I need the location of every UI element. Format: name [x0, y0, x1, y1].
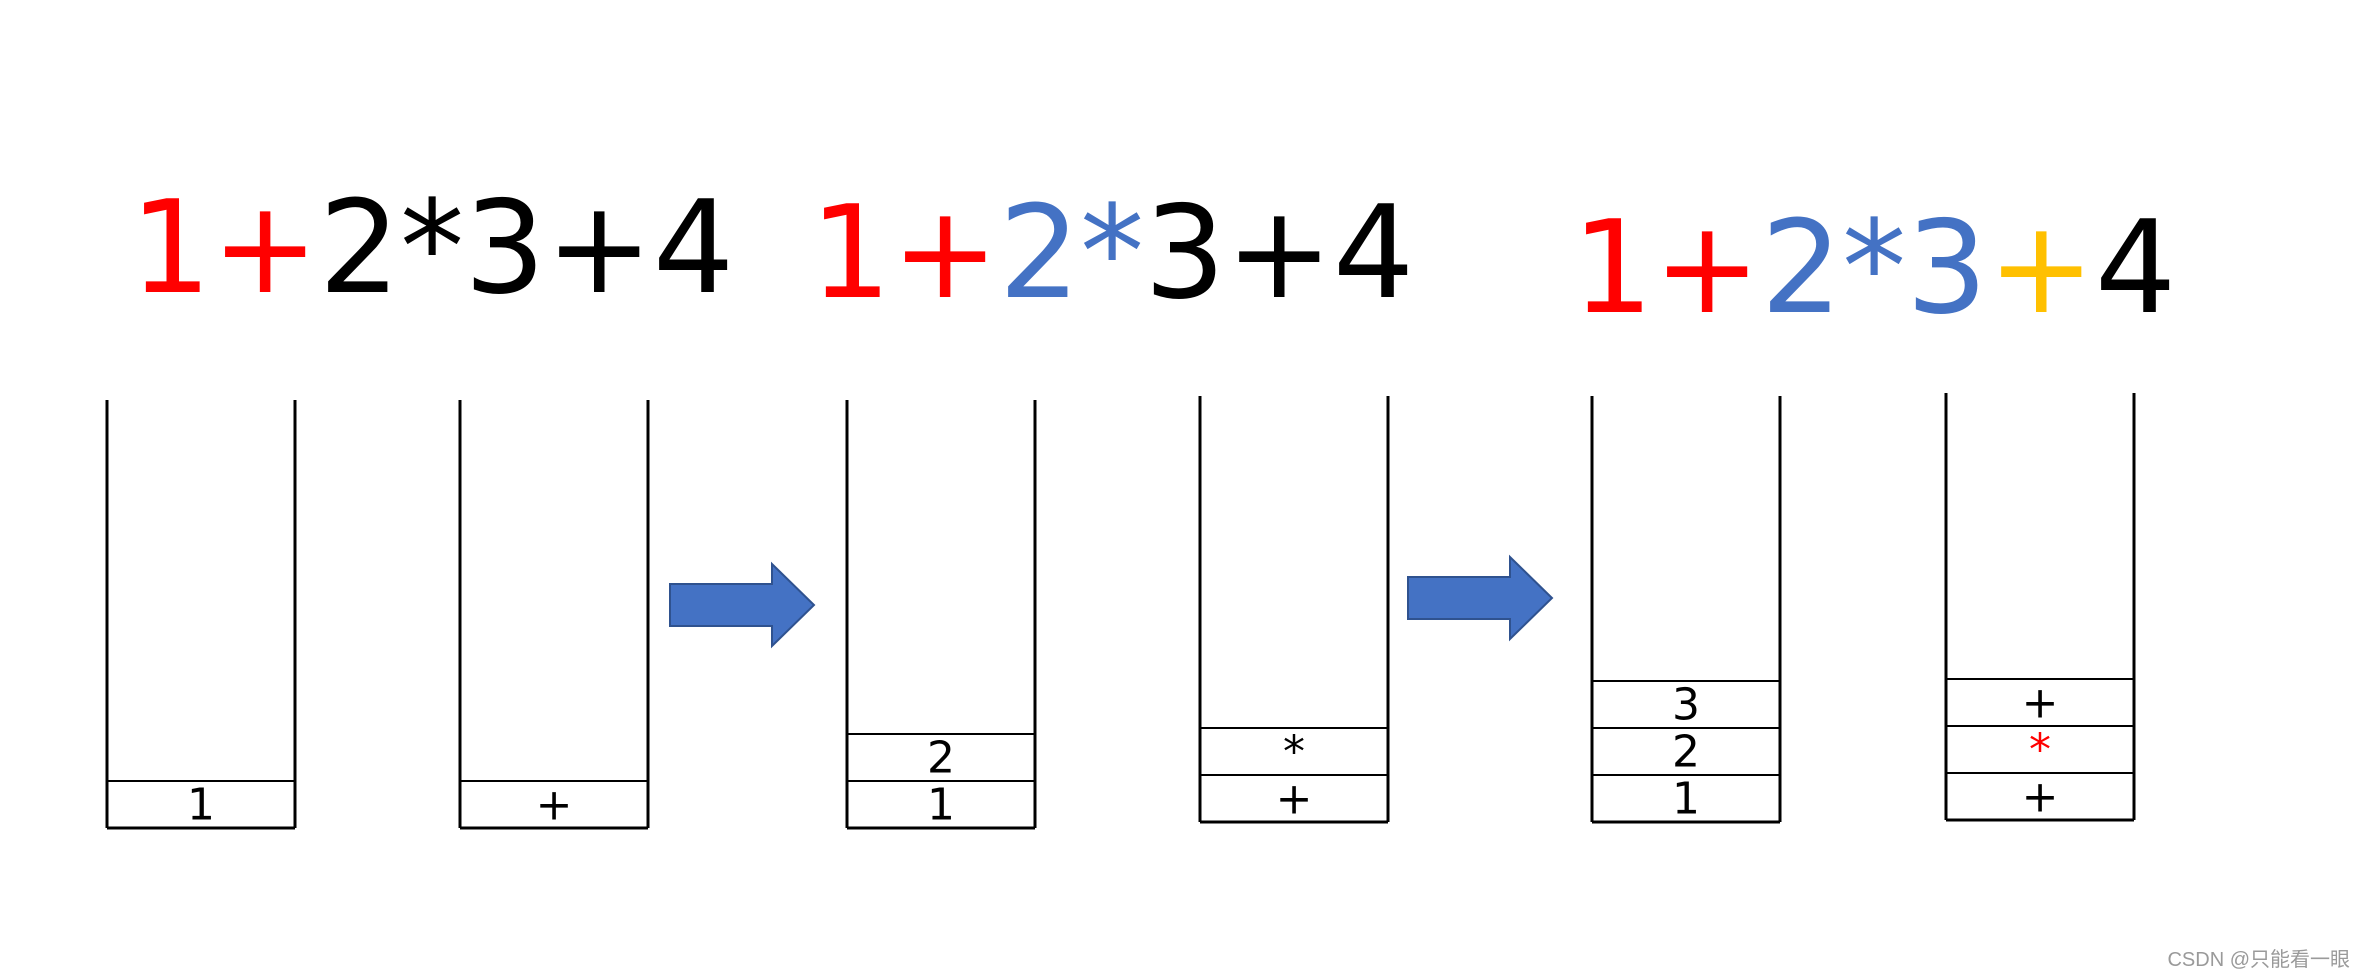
- right-arrow-icon: [669, 561, 816, 649]
- expression-token: 1: [810, 179, 891, 328]
- operator-stack-1: +: [458, 400, 650, 831]
- expression-token: 3: [1144, 179, 1225, 328]
- stack-cell-value: *: [2029, 725, 2051, 776]
- expression-token: 4: [653, 174, 734, 323]
- stack-cell-value: +: [2022, 678, 2059, 729]
- expression-token: 2: [319, 174, 400, 323]
- expression-token: +: [891, 179, 998, 328]
- stack-cell-value: 1: [187, 780, 215, 831]
- expression-token: +: [1653, 194, 1760, 343]
- expression-token: *: [400, 174, 464, 323]
- stack-cell-value: 3: [1672, 680, 1700, 731]
- right-arrow-icon: [1407, 554, 1554, 642]
- expression-token: 3: [1906, 194, 1987, 343]
- number-stack-3: 123: [1590, 396, 1782, 825]
- expression-token: 4: [1333, 179, 1414, 328]
- expression-token: *: [1842, 194, 1906, 343]
- stack-cell-value: +: [536, 780, 573, 831]
- expression-token: 2: [999, 179, 1080, 328]
- stack-cell-value: 2: [927, 733, 955, 784]
- expression-token: +: [1226, 179, 1333, 328]
- number-stack-1: 1: [105, 400, 297, 831]
- expression-token: 2: [1761, 194, 1842, 343]
- number-stack-2: 12: [845, 400, 1037, 831]
- expression-token: 1: [130, 174, 211, 323]
- expression-token: 3: [464, 174, 545, 323]
- operator-stack-3: +*+: [1944, 393, 2136, 823]
- expression-1: 1+2*3+4: [130, 174, 734, 323]
- stack-cell-value: *: [1283, 727, 1305, 778]
- expression-3: 1+2*3+4: [1572, 194, 2176, 343]
- expression-text: 1+2*3+4: [810, 179, 1414, 328]
- watermark: CSDN @只能看一眼: [2167, 949, 2350, 971]
- expression-token: +: [546, 174, 653, 323]
- stack-cell-value: 1: [1672, 774, 1700, 825]
- stack-cell-value: 1: [927, 780, 955, 831]
- expression-token: +: [1988, 194, 2095, 343]
- expression-text: 1+2*3+4: [1572, 194, 2176, 343]
- expression-token: +: [211, 174, 318, 323]
- expression-token: 4: [2095, 194, 2176, 343]
- expression-token: 1: [1572, 194, 1653, 343]
- operator-stack-2: +*: [1198, 396, 1390, 825]
- expression-token: *: [1080, 179, 1144, 328]
- stack-cell-value: +: [1276, 774, 1313, 825]
- expression-text: 1+2*3+4: [130, 174, 734, 323]
- expression-2: 1+2*3+4: [810, 179, 1414, 328]
- stack-cell-value: 2: [1672, 727, 1700, 778]
- stack-cell-value: +: [2022, 772, 2059, 823]
